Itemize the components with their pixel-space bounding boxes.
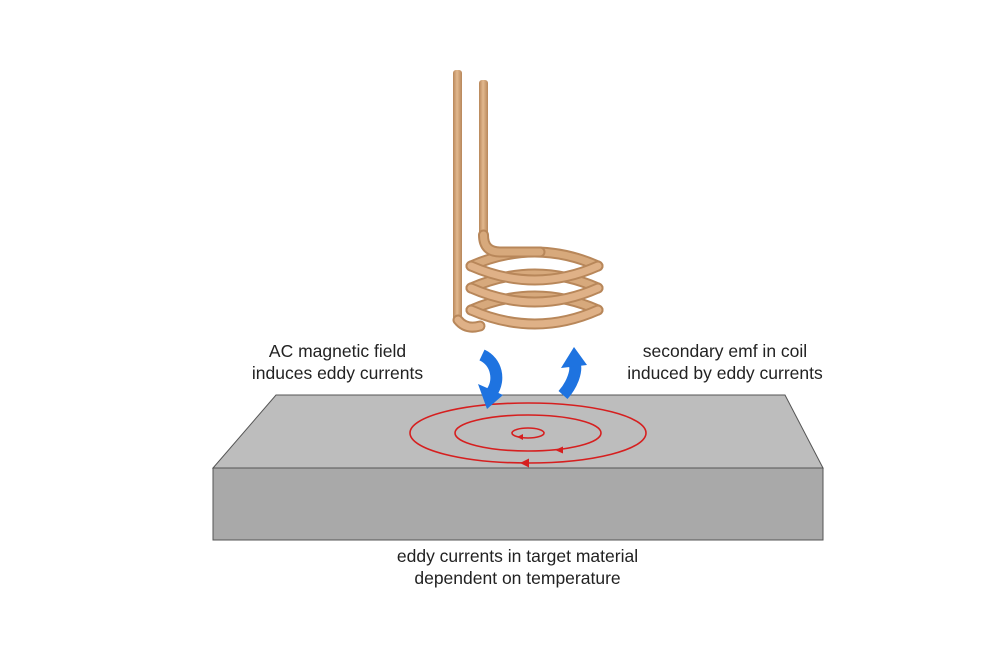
magnetic-field-label-line2: induces eddy currents [251, 363, 424, 383]
downward-field-arrow [478, 349, 503, 409]
eddy-currents-label-line1: eddy currents in target material [396, 546, 639, 566]
upward-emf-arrow [558, 347, 587, 400]
plate-front-face [212, 467, 824, 541]
secondary-emf-label-line2: induced by eddy currents [627, 363, 823, 383]
secondary-emf-label-line1: secondary emf in coil [642, 341, 808, 361]
eddy-arrowhead-outer [520, 458, 529, 468]
coil-lead-left [453, 70, 462, 322]
coil-lead-right [479, 80, 488, 238]
eddy-loop-middle [454, 414, 602, 452]
target-material-plate [211, 394, 824, 541]
eddy-loop-inner [511, 427, 545, 439]
eddy-current-direction-arrows [517, 434, 563, 468]
induction-coil [452, 70, 604, 333]
magnetic-field-label: AC magnetic field induces eddy currents [230, 340, 445, 384]
eddy-currents-label: eddy currents in target material depende… [380, 545, 655, 589]
plate-top-face [211, 394, 824, 469]
magnetic-field-label-line1: AC magnetic field [268, 341, 407, 361]
eddy-arrowhead-middle [555, 446, 563, 454]
eddy-currents-label-line2: dependent on temperature [414, 568, 621, 588]
secondary-emf-label: secondary emf in coil induced by eddy cu… [610, 340, 840, 384]
eddy-arrowhead-inner [517, 434, 523, 440]
